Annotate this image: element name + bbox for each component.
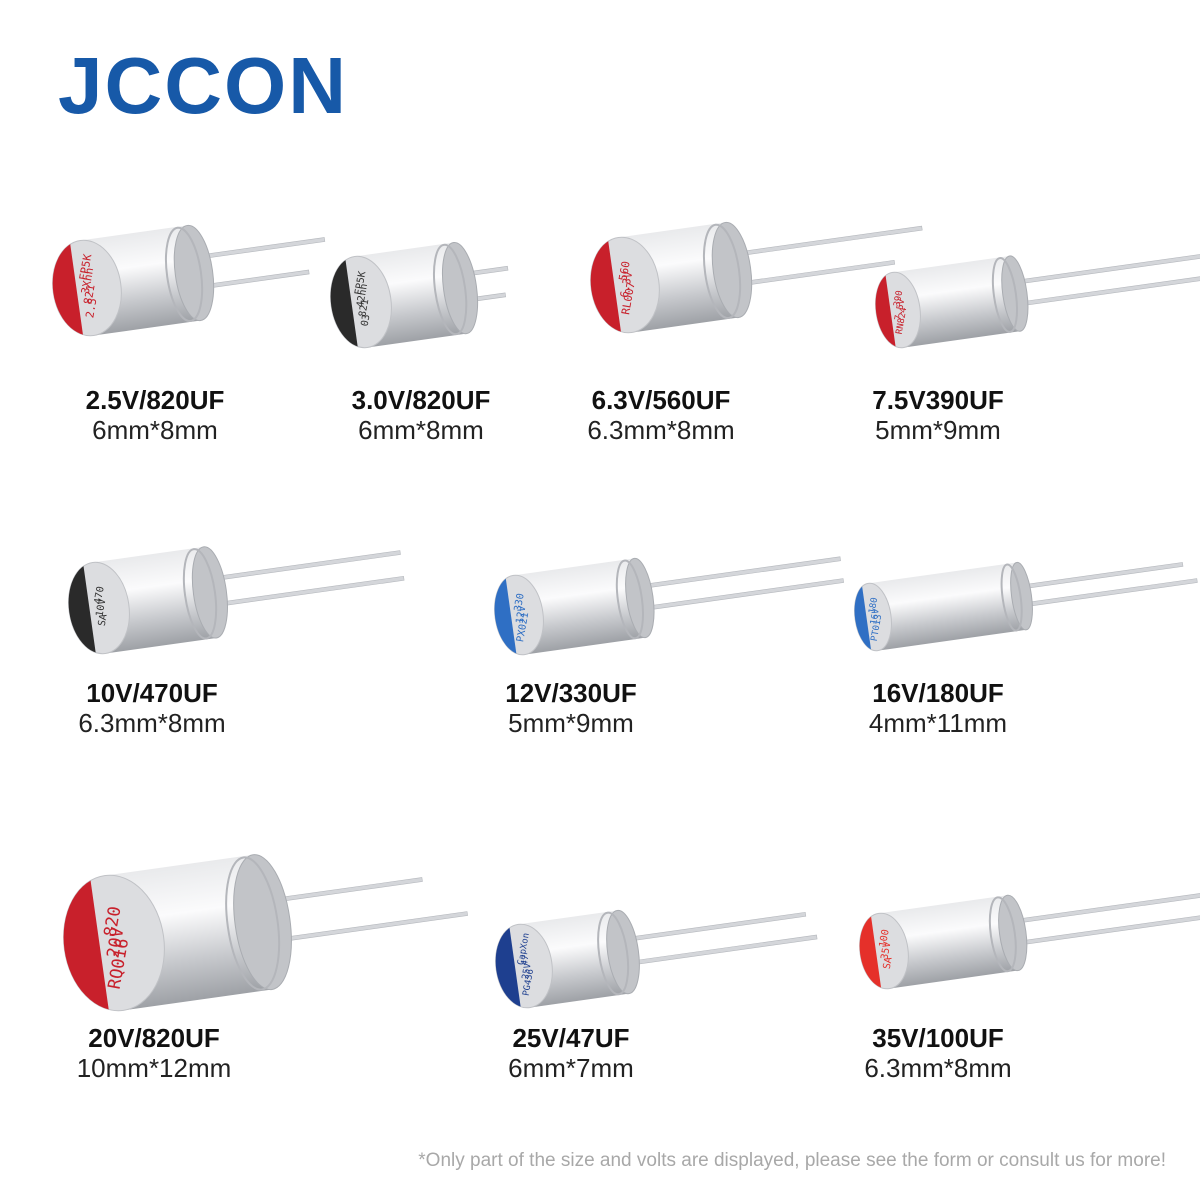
product-size: 10mm*12mm (76, 1053, 232, 1083)
product-rating: 7.5V390UF (872, 385, 1004, 415)
capacitor-marking: RN824 (895, 307, 910, 335)
product-size: 6mm*8mm (92, 415, 218, 445)
capacitor-marking: 7.5V (894, 298, 908, 322)
capacitor-body (878, 895, 1019, 989)
capacitor-marking: 12V (514, 605, 528, 625)
capacitor-marking: 6.3V (618, 270, 635, 299)
capacitor-marking: 821 (357, 298, 371, 318)
capacitor-marking: 47 (520, 954, 532, 966)
product-size: 6.3mm*8mm (78, 708, 226, 738)
brand-logo: JCCON (58, 41, 349, 130)
capacitor-body (513, 558, 646, 655)
product-rating: 12V/330UF (505, 678, 637, 708)
capacitor-marking: FP5K (77, 253, 94, 282)
capacitor-marking: 390 (893, 290, 906, 308)
capacitor-marking: RL007 (619, 281, 638, 316)
product-rating: 10V/470UF (86, 678, 218, 708)
product-rating: 6.3V/560UF (591, 385, 731, 415)
capacitor-marking: PG436 (522, 968, 537, 996)
capacitor-body (892, 255, 1021, 348)
capacitor-marking: SA (882, 956, 895, 970)
lead-wire (618, 934, 818, 968)
capacitor-marking: 560 (616, 260, 632, 282)
capacitor-marking: 100 (878, 929, 892, 949)
capacitor-marking: FP5K (353, 270, 368, 296)
product-size: 5mm*9mm (875, 415, 1001, 445)
capacitor-marking: 2.5 (83, 297, 99, 319)
product-rating: 20V/820UF (88, 1023, 220, 1053)
product-rating: 35V/100UF (872, 1023, 1004, 1053)
capacitor-marking: 180 (868, 597, 881, 615)
capacitor-marking: PX021 (515, 611, 531, 643)
product-rating: 3.0V/820UF (351, 385, 491, 415)
capacitor-marking: 35V (879, 941, 893, 961)
product-size: 6mm*8mm (358, 415, 484, 445)
product-rating: 16V/180UF (872, 678, 1004, 708)
capacitor-marking: 03 (360, 313, 373, 327)
product-rating: 25V/47UF (512, 1023, 630, 1053)
capacitor-marking: PT013 (870, 614, 885, 642)
capacitor-marking: 25V (521, 962, 534, 980)
lead-wire (201, 550, 401, 583)
capacitor-marking: 330 (513, 593, 527, 613)
lead-wire (205, 575, 405, 609)
capacitor-body (868, 562, 1027, 651)
footnote: *Only part of the size and volts are dis… (418, 1150, 1166, 1171)
product-size: 5mm*9mm (508, 708, 634, 738)
lead-wire (614, 911, 807, 944)
product-size: 6mm*7mm (508, 1053, 634, 1083)
product-rating: 2.5V/820UF (85, 385, 225, 415)
capacitor-marking: 10V (94, 598, 108, 618)
product-size: 4mm*11mm (868, 708, 1008, 738)
capacitor-marking: 16V (869, 607, 882, 625)
capacitor-marking: 42hh (355, 283, 370, 309)
capacitor-marking: 470 (93, 586, 107, 606)
capacitor-marking: 821 (81, 284, 97, 306)
product-size: 6.3mm*8mm (587, 415, 735, 445)
capacitor-marking: 3Xhh (79, 267, 96, 295)
capacitor-marking: SA (97, 613, 110, 627)
product-size: 6.3mm*8mm (864, 1053, 1012, 1083)
